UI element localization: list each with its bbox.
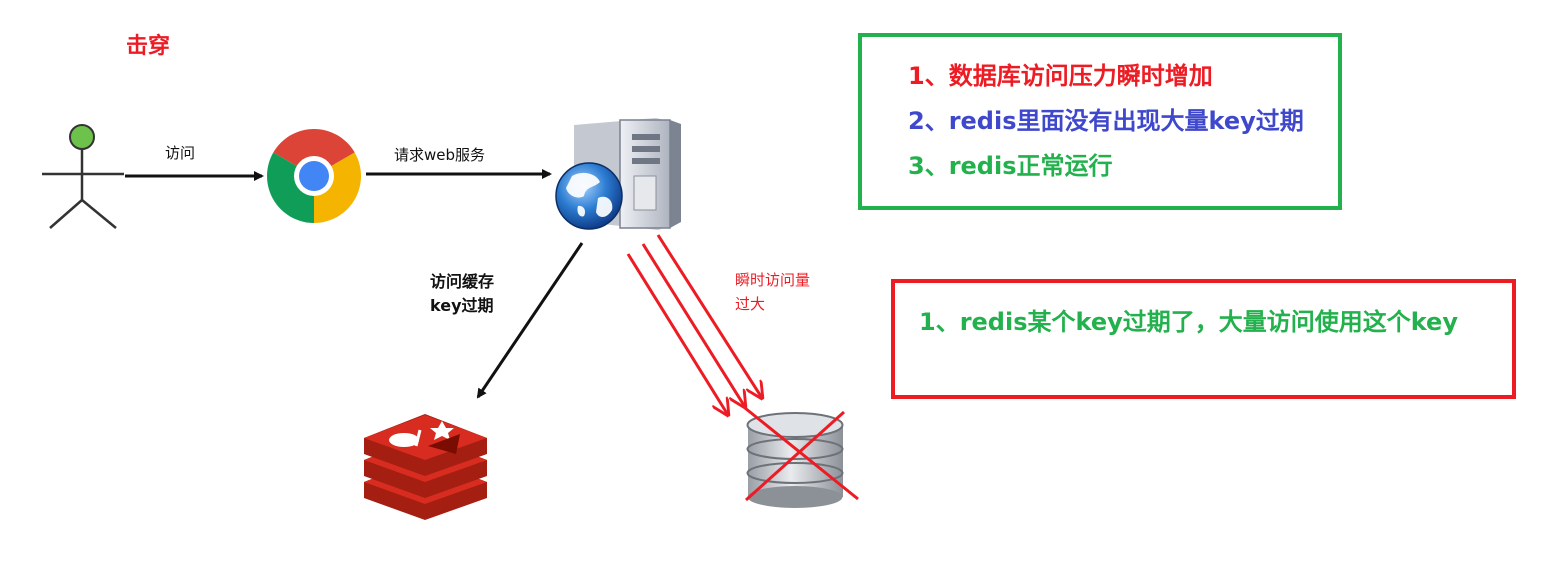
edge-label-cache-line-2: key过期 <box>430 296 494 315</box>
green-note-1: 1、数据库访问压力瞬时增加 <box>908 62 1213 90</box>
edge-label-cache-expired: 访问缓存 key过期 <box>430 270 494 318</box>
red-note-1: 1、redis某个key过期了，大量访问使用这个key <box>919 308 1458 336</box>
edge-label-instant-line-1: 瞬时访问量 <box>735 271 811 289</box>
edge-label-instant-line-2: 过大 <box>735 295 766 313</box>
web-server-icon <box>555 118 681 230</box>
notes-box-green: 1、数据库访问压力瞬时增加 2、redis里面没有出现大量key过期 3、red… <box>858 33 1342 210</box>
arrow-server-to-cache <box>476 242 584 399</box>
green-note-2: 2、redis里面没有出现大量key过期 <box>908 107 1304 135</box>
database-icon <box>744 406 859 508</box>
green-note-3: 3、redis正常运行 <box>908 152 1113 180</box>
edge-label-instant-traffic: 瞬时访问量 过大 <box>735 268 810 316</box>
arrow-server-to-database <box>626 234 762 415</box>
edge-label-visit: 访问 <box>165 144 196 162</box>
redis-icon <box>364 414 487 520</box>
edge-label-web-request: 请求web服务 <box>394 146 486 164</box>
user-stick-figure-icon <box>42 124 124 229</box>
edge-label-cache-line-1: 访问缓存 <box>430 272 495 291</box>
chrome-browser-icon <box>267 129 361 223</box>
notes-box-red: 1、redis某个key过期了，大量访问使用这个key <box>891 279 1516 399</box>
page-title: 击穿 <box>126 34 171 59</box>
